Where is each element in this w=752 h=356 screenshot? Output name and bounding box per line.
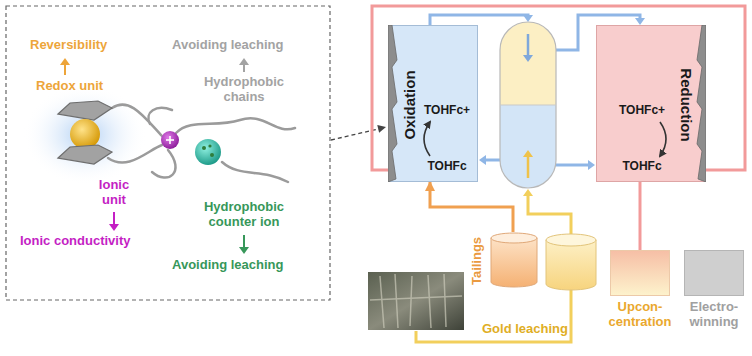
vessel-arrow (527, 156, 530, 178)
chamber-title: Oxidation (401, 70, 418, 139)
vessel-arrow-head (523, 150, 533, 157)
chain (108, 145, 162, 163)
cp-ring (58, 145, 112, 164)
counter-ion-dots (202, 144, 214, 157)
unit-label: Electro- winning (680, 300, 748, 330)
annotation-label: Hydrophobic counter ion (196, 200, 292, 230)
electrode-rock (697, 25, 706, 182)
annotation-label: Redox unit (36, 79, 103, 94)
species-label: TOHFc+ (424, 104, 470, 118)
flow-connector (430, 182, 513, 232)
electrode-rock (388, 25, 397, 182)
process-box: Upcon- centration (604, 250, 676, 330)
species-label: TOHFc+ (619, 104, 665, 118)
unit-label: Upcon- centration (604, 300, 676, 330)
leach-flow (528, 196, 571, 234)
annotation-label: Ionic conductivity (20, 234, 131, 249)
annotation-label: Avoiding leaching (172, 258, 283, 273)
annotation-label: Avoiding leaching (172, 38, 283, 53)
species-label: TOHFc (427, 160, 466, 174)
cell-chamber: Oxidation TOHFc+ TOHFc (388, 25, 478, 182)
vessel-arrow (527, 34, 530, 56)
annotation-label: Hydrophobic chains (196, 75, 292, 105)
annotation-label: Ionic unit (94, 178, 134, 208)
species-label: TOHFc (622, 160, 661, 174)
tank-top (546, 234, 596, 246)
glow (23, 85, 147, 185)
tailings-tank: Tailings (466, 232, 538, 290)
chain (148, 108, 172, 124)
cation-sphere (161, 131, 179, 149)
chamber-title: Reduction (677, 68, 694, 141)
redox-arrow (424, 122, 430, 156)
leach-flow-head (523, 189, 533, 196)
annotation-label: Gold leaching (482, 322, 568, 337)
phase-boundary (500, 105, 556, 106)
tailings-cylinder (490, 232, 538, 289)
cell-chamber: Reduction TOHFc+ TOHFc (596, 25, 706, 182)
tank-label: Tailings (470, 237, 485, 285)
flow-connector (639, 182, 642, 250)
leachate-tank (546, 240, 596, 290)
dashed-panel (6, 6, 330, 300)
vessel-arrow-head (523, 55, 533, 62)
mine-photo (368, 272, 464, 330)
cylinder-body (491, 238, 537, 287)
alkyl-chains (108, 105, 295, 182)
cp-ring (58, 101, 112, 120)
unit-box (610, 250, 670, 296)
process-box: Electro- winning (680, 250, 748, 330)
cylinder-top (491, 233, 537, 243)
pointer-head (377, 125, 386, 133)
redox-arrow (660, 122, 666, 156)
annotation-label: Reversibility (30, 38, 107, 53)
chain (176, 118, 295, 133)
plus-sign (166, 136, 174, 144)
counter-ion-sphere (195, 139, 221, 165)
mine-photo-detail (370, 274, 462, 328)
separator-vessel (500, 22, 556, 188)
unit-box (684, 250, 744, 296)
chain (222, 162, 288, 182)
iron-atom (70, 119, 100, 149)
chain (152, 150, 176, 178)
